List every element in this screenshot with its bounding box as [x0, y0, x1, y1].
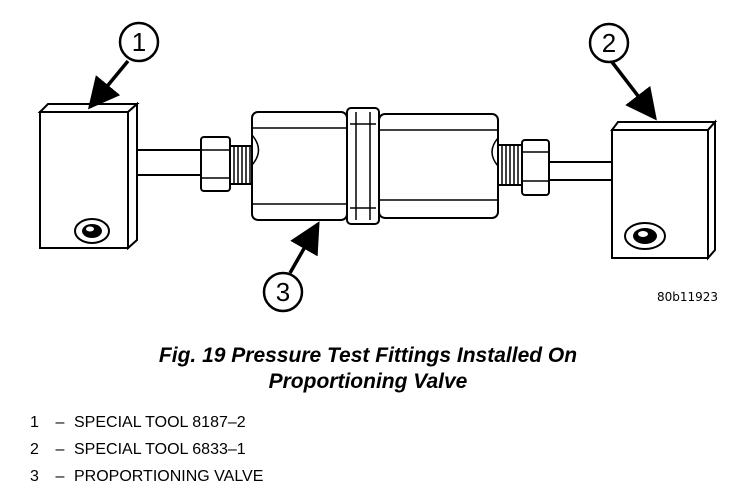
tool-block-left — [37, 101, 140, 251]
legend-item-separator: – — [55, 414, 65, 431]
legend-item: 1–SPECIAL TOOL 8187–2 — [30, 409, 263, 436]
callout-1: 1 — [87, 21, 160, 110]
tool-block-right — [610, 119, 718, 261]
legend-item: 2–SPECIAL TOOL 6833–1 — [30, 436, 263, 463]
svg-text:3: 3 — [276, 277, 290, 307]
svg-text:1: 1 — [132, 27, 146, 57]
legend-item-separator: – — [55, 441, 65, 458]
legend-list: 1–SPECIAL TOOL 8187–2 2–SPECIAL TOOL 683… — [30, 409, 263, 490]
callout-3: 3 — [262, 221, 320, 313]
proportioning-valve-body — [251, 107, 499, 225]
tube-right — [549, 161, 613, 181]
legend-item: 3–PROPORTIONING VALVE — [30, 463, 263, 490]
caption-line-1: Fig. 19 Pressure Test Fittings Installed… — [158, 344, 578, 367]
figure-id-label: 80b11923 — [657, 290, 718, 304]
figure-caption: Fig. 19 Pressure Test Fittings Installed… — [0, 343, 736, 395]
caption-line-2: Proportioning Valve — [268, 370, 468, 393]
legend-item-number: 2 — [30, 441, 39, 458]
legend-item-separator: – — [55, 468, 65, 485]
port-hole-left — [74, 218, 110, 244]
svg-text:2: 2 — [602, 28, 616, 58]
callout-2: 2 — [588, 22, 657, 121]
legend-item-number: 1 — [30, 414, 39, 431]
hex-nut-left — [200, 136, 253, 192]
legend-item-text: SPECIAL TOOL 6833–1 — [74, 441, 246, 458]
fitting-illustration: 1 2 3 80b11923 — [37, 21, 718, 313]
legend-item-text: SPECIAL TOOL 8187–2 — [74, 414, 246, 431]
legend-item-number: 3 — [30, 468, 39, 485]
legend-item-text: PROPORTIONING VALVE — [74, 468, 264, 485]
port-hole-right — [624, 222, 666, 250]
hex-nut-right — [497, 139, 550, 196]
tube-left — [137, 149, 205, 176]
